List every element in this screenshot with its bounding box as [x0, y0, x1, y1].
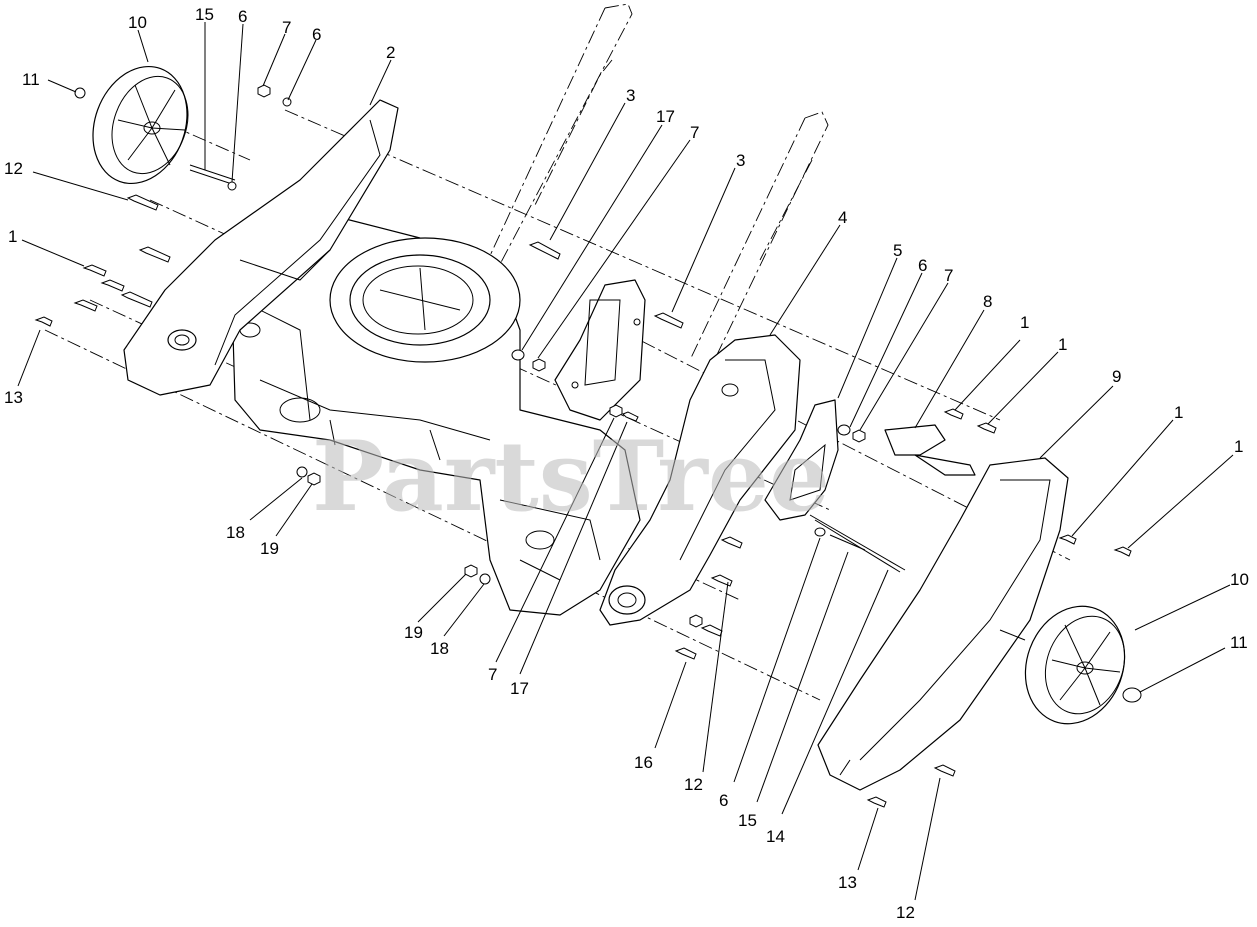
callout-19-middle: 19: [404, 623, 423, 642]
callout-1-right-d: 1: [1234, 437, 1243, 456]
right-bracket: [764, 399, 839, 521]
callout-7-top: 7: [690, 123, 699, 142]
right-side-panel: [817, 457, 1069, 791]
callout-10-left-wheel: 10: [128, 13, 147, 32]
callout-6-left-a: 6: [238, 7, 247, 26]
callout-8-small-bracket: 8: [983, 292, 992, 311]
callout-1-right-a: 1: [1020, 313, 1029, 332]
callout-14: 14: [766, 827, 785, 846]
callout-11-left: 11: [22, 70, 40, 89]
center-bracket: [554, 279, 646, 421]
callout-13-left: 13: [4, 388, 23, 407]
callout-13-right: 13: [838, 873, 857, 892]
callout-labels: 10 15 6 7 6 2 11 12 1 13 3 17 7 3 4 5 6 …: [4, 5, 1249, 922]
chute-ring: [329, 237, 521, 363]
callout-2-left-panel: 2: [386, 43, 395, 62]
callout-3-middle-b: 3: [736, 151, 745, 170]
callout-3-middle-a: 3: [626, 86, 635, 105]
callout-6-left-b: 6: [312, 25, 321, 44]
callout-15-bottom: 15: [738, 811, 757, 830]
callout-1-right-b: 1: [1058, 335, 1067, 354]
callout-17-bottom: 17: [510, 679, 529, 698]
callout-1-left: 1: [8, 227, 17, 246]
left-wheel: [92, 65, 189, 185]
callout-18-left: 18: [226, 523, 245, 542]
callout-6-right-top: 6: [918, 256, 927, 275]
callout-12-left: 12: [4, 159, 23, 178]
callout-11-right: 11: [1230, 633, 1248, 652]
watermark-text: PartsTree: [312, 420, 830, 533]
right-wheel: [999, 605, 1126, 725]
callout-12-middle: 12: [684, 775, 703, 794]
callout-7-bottom: 7: [488, 665, 497, 684]
callout-1-right-c: 1: [1174, 403, 1183, 422]
right-frame-plate: [599, 334, 801, 626]
callout-7-left: 7: [282, 18, 291, 37]
callout-9-right-panel: 9: [1112, 367, 1121, 386]
callout-18-middle: 18: [430, 639, 449, 658]
hardware: [34, 84, 1142, 808]
axle-rods: [189, 164, 906, 573]
callout-19-left: 19: [260, 539, 279, 558]
callout-6-bottom: 6: [719, 791, 728, 810]
callout-15-left: 15: [195, 5, 214, 24]
callout-5-bracket: 5: [893, 241, 902, 260]
small-bracket: [884, 424, 976, 476]
leader-lines: [17, 22, 1234, 901]
callout-4-frame: 4: [838, 208, 847, 227]
callout-17-top: 17: [656, 107, 675, 126]
handle-rails: [487, 3, 829, 366]
callout-10-right-wheel: 10: [1230, 570, 1249, 589]
callout-7-right-top: 7: [944, 266, 953, 285]
callout-16: 16: [634, 753, 653, 772]
left-side-panel: [123, 99, 399, 396]
callout-12-right: 12: [896, 903, 915, 922]
